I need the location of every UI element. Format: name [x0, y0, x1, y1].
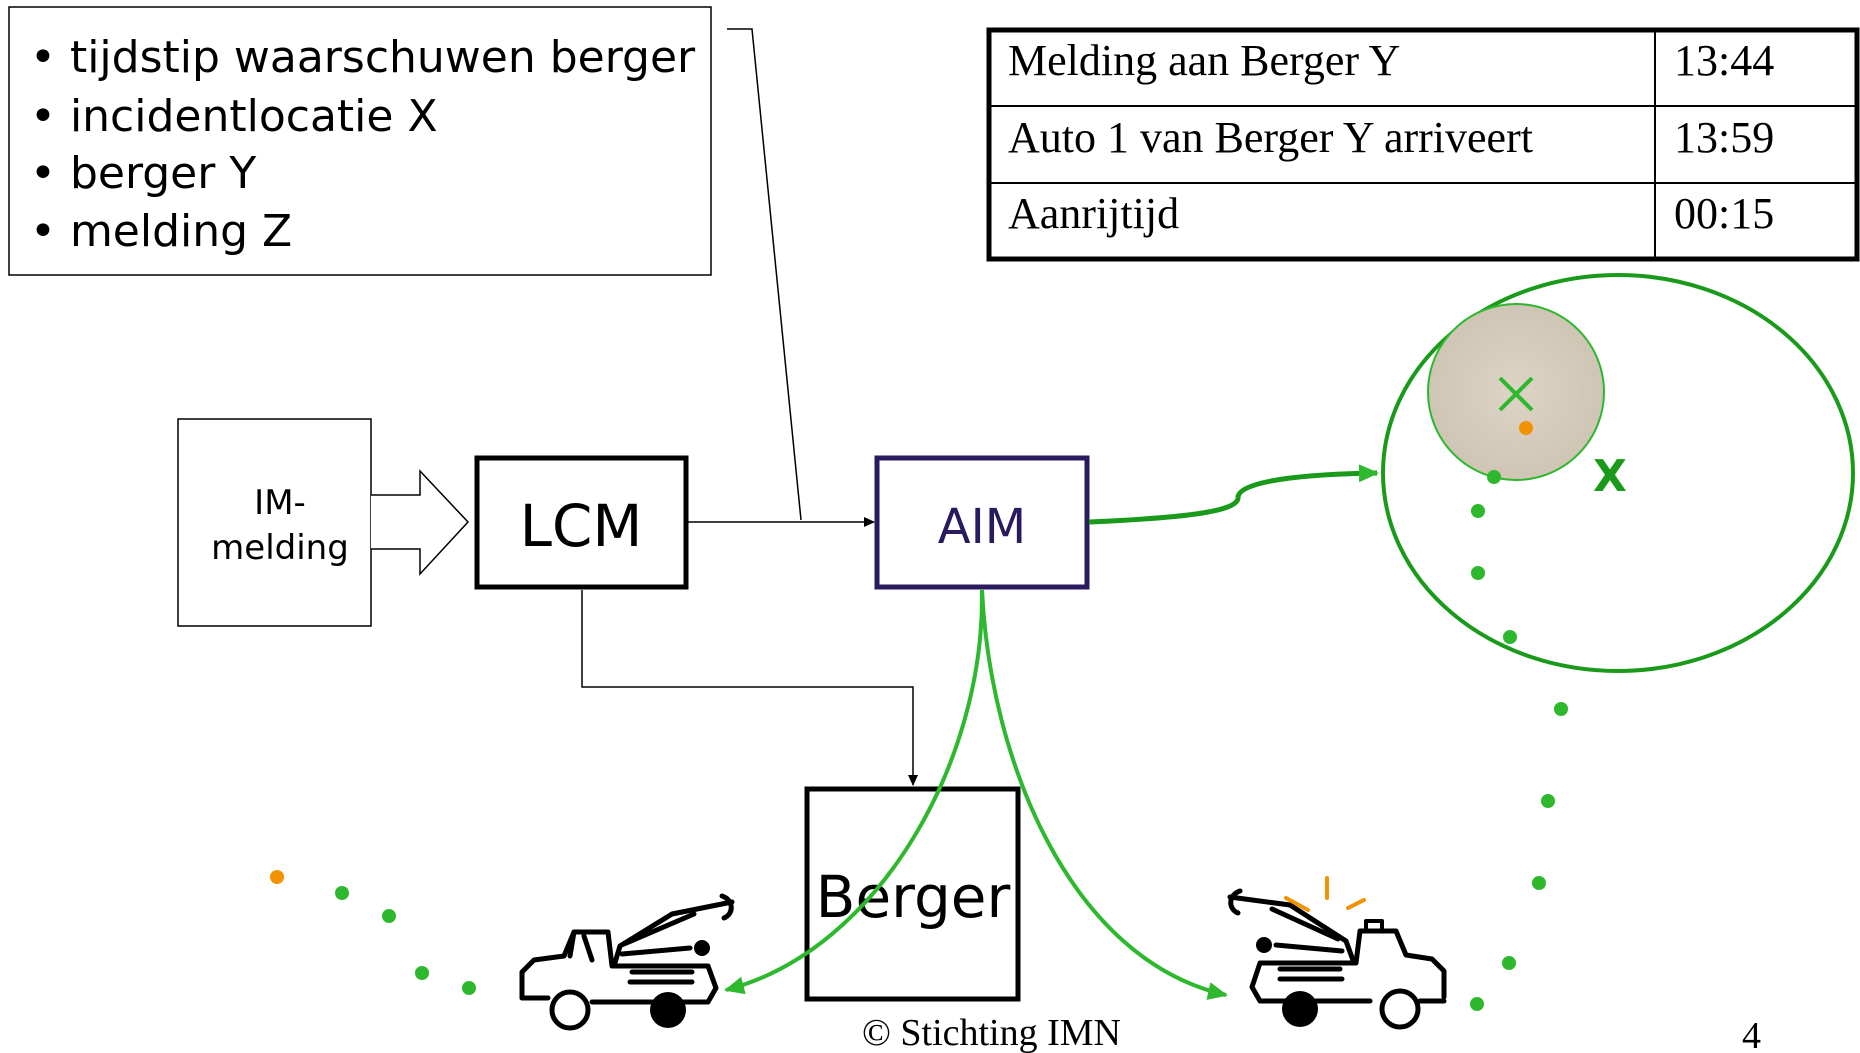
- table-row-1-label: Melding aan Berger Y: [1008, 36, 1400, 85]
- lcm-box: LCM: [474, 455, 689, 590]
- table-row-3-label: Aanrijtijd: [1008, 189, 1179, 238]
- info-connector-line: [727, 28, 802, 521]
- info-item-1: • tijdstip waarschuwen berger: [30, 32, 696, 83]
- info-item-3: • berger Y: [30, 148, 256, 199]
- berger-box: Berger: [804, 786, 1021, 1002]
- im-melding-label-line1: IM-: [254, 483, 306, 523]
- im-melding-box: IM- melding: [177, 418, 372, 627]
- im-melding-label-line2: melding: [211, 528, 349, 568]
- table-row-3-value: 00:15: [1674, 189, 1774, 238]
- incident-cross-icon: [1498, 376, 1534, 412]
- left-dotted-trail: [270, 870, 476, 995]
- info-item-4: • melding Z: [30, 206, 292, 257]
- aim-to-incident-arrow: [1088, 464, 1379, 525]
- footer-copyright: © Stichting IMN: [862, 1012, 1121, 1053]
- aim-to-tow-truck-right-arrow: [980, 589, 1228, 1000]
- im-to-lcm-block-arrow: [371, 469, 470, 576]
- incident-label-x: X: [1593, 451, 1627, 502]
- lcm-label: LCM: [520, 492, 643, 560]
- aim-label: AIM: [938, 499, 1026, 555]
- aim-to-tow-truck-left-arrow: [724, 589, 985, 995]
- page-number: 4: [1742, 1015, 1761, 1053]
- info-item-2: • incidentlocatie X: [30, 91, 438, 142]
- lcm-to-berger-arrow: [581, 590, 918, 786]
- table-row-2-value: 13:59: [1674, 113, 1774, 162]
- incident-orange-dot: [1519, 421, 1533, 435]
- table-row-1-value: 13:44: [1674, 36, 1774, 85]
- incident-area-ellipse: [1381, 273, 1855, 673]
- info-box: • tijdstip waarschuwen berger • incident…: [8, 6, 712, 276]
- aim-box: AIM: [874, 455, 1090, 590]
- table-row-2-label: Auto 1 van Berger Y arriveert: [1008, 113, 1533, 162]
- tow-truck-with-beacon-icon: [1227, 888, 1447, 1030]
- beacon-light-rays: [1284, 876, 1366, 912]
- tow-truck-icon: [519, 893, 735, 1031]
- timing-table: Melding aan Berger Y 13:44 Auto 1 van Be…: [986, 27, 1860, 262]
- right-dotted-trail: [1470, 470, 1568, 1011]
